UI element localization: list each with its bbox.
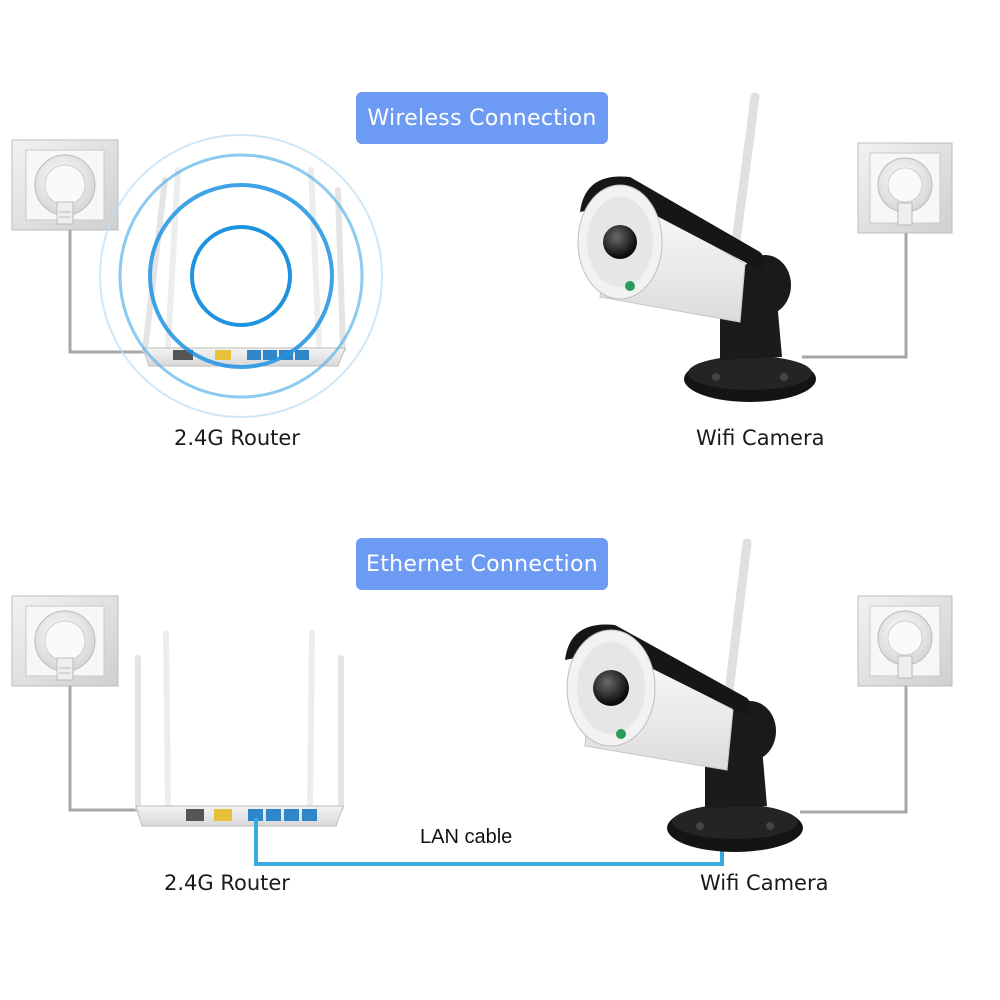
wireless-connection-badge: Wireless Connection xyxy=(356,92,608,144)
bullet-camera-icon xyxy=(565,538,803,852)
wall-socket-icon xyxy=(11,139,119,231)
power-cable xyxy=(802,233,908,359)
power-cable xyxy=(68,230,165,354)
power-cable xyxy=(68,686,160,812)
wall-socket-icon xyxy=(857,142,953,234)
bullet-camera-icon xyxy=(577,92,816,402)
ethernet-camera-label: Wifi Camera xyxy=(700,871,829,895)
lan-cable xyxy=(254,818,724,866)
wireless-camera-label: Wifi Camera xyxy=(696,426,825,450)
wifi-signal-icon xyxy=(99,134,383,418)
wall-socket-icon xyxy=(857,595,953,687)
wireless-router-label: 2.4G Router xyxy=(174,426,300,450)
router-icon xyxy=(135,630,344,827)
wall-socket-icon xyxy=(11,595,119,687)
ethernet-router-label: 2.4G Router xyxy=(164,871,290,895)
lan-cable-label: LAN cable xyxy=(420,826,513,848)
ethernet-connection-badge: Ethernet Connection xyxy=(356,538,608,590)
power-cable xyxy=(800,686,908,814)
